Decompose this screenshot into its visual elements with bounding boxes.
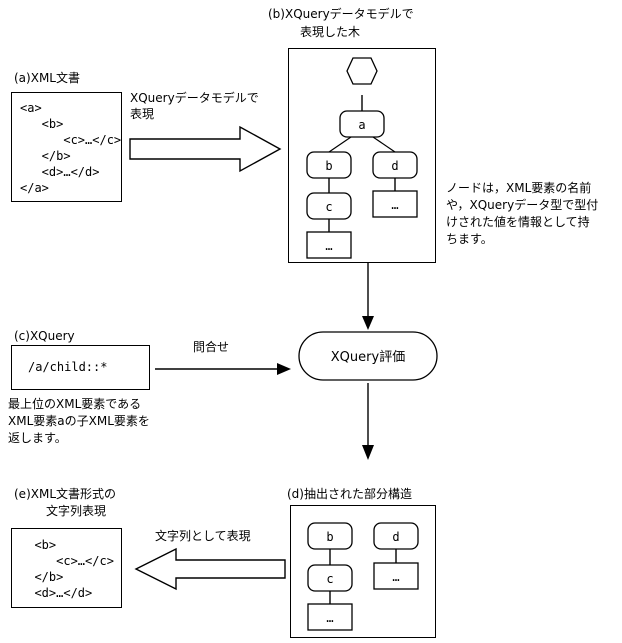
xml-source-box: <a> <b> <c>…</c> </b> <d>…</d> </a> xyxy=(11,92,122,202)
node-root-hexagon xyxy=(346,57,378,85)
section-label-c: (c)XQuery xyxy=(14,329,75,343)
node-text-d-shape xyxy=(372,190,418,218)
node-b-label: b xyxy=(325,159,332,173)
xml-result-box: <b> <c>…</c> </b> <d>…</d> xyxy=(11,528,122,608)
node-info-annotation: ノードは，XML要素の名前 や，XQueryデータ型で型付 けされた値を情報とし… xyxy=(446,181,599,246)
node-text-c-shape xyxy=(306,231,352,259)
block-arrow-right-label: XQueryデータモデルで 表現 xyxy=(130,91,259,121)
section-label-e-line2: 文字列表現 xyxy=(46,504,107,518)
xquery-box: /a/child::* xyxy=(11,345,150,390)
node-b-shape-extracted xyxy=(307,522,353,550)
section-label-e-line1: (e)XML文書形式の xyxy=(14,487,117,501)
tree-extracted-svg: b d c … … xyxy=(307,522,419,631)
evaluate-shape xyxy=(298,331,438,381)
edge-a-d xyxy=(372,136,396,153)
node-a-shape xyxy=(339,110,385,138)
query-arrow-label: 問合せ xyxy=(193,340,230,354)
node-a-label: a xyxy=(358,118,365,132)
arrow-evaluate-to-result xyxy=(355,383,381,463)
xml-result-code: <b> <c>…</c> </b> <d>…</d> xyxy=(34,538,114,600)
node-text-d-shape-extracted xyxy=(373,562,419,590)
arrow-tree-to-evaluate xyxy=(355,262,381,332)
block-arrow-left xyxy=(133,547,288,591)
node-b-shape xyxy=(306,151,352,179)
node-d-shape xyxy=(372,151,418,179)
edge-a-b xyxy=(328,136,352,153)
tree-full-svg: a b d c … … xyxy=(306,57,418,259)
node-c-label: c xyxy=(325,200,332,214)
node-b-label-extracted: b xyxy=(326,530,333,544)
node-text-d-label: … xyxy=(391,198,398,212)
node-text-d-label-extracted: … xyxy=(392,570,399,584)
node-c-shape xyxy=(306,192,352,220)
xquery-evaluate-process: XQuery評価 xyxy=(297,330,439,382)
node-d-label: d xyxy=(391,159,398,173)
evaluate-label: XQuery評価 xyxy=(331,350,405,365)
section-label-b-line1: (b)XQueryデータモデルで xyxy=(268,7,414,21)
xml-source-code: <a> <b> <c>…</c> </b> <d>…</d> </a> xyxy=(20,101,122,195)
node-d-shape-extracted xyxy=(373,522,419,550)
node-text-c-label: … xyxy=(325,239,332,253)
section-label-d: (d)抽出された部分構造 xyxy=(287,487,412,501)
block-arrow-left-label: 文字列として表現 xyxy=(155,529,251,543)
arrow-query-to-evaluate xyxy=(155,358,295,380)
block-arrow-right xyxy=(128,125,283,173)
node-d-label-extracted: d xyxy=(392,530,399,544)
node-text-c-shape-extracted xyxy=(307,603,353,631)
section-label-a: (a)XML文書 xyxy=(14,71,80,85)
node-text-c-label-extracted: … xyxy=(326,611,333,625)
tree-panel-full: a b d c … … xyxy=(288,48,436,263)
node-c-label-extracted: c xyxy=(326,572,333,586)
section-label-b-line2: 表現した木 xyxy=(300,25,361,39)
node-c-shape-extracted xyxy=(307,564,353,592)
xquery-explanation: 最上位のXML要素である XML要素aの子XML要素を 返します。 xyxy=(8,397,150,445)
tree-panel-extracted: b d c … … xyxy=(290,505,436,638)
xquery-expression: /a/child::* xyxy=(28,360,108,374)
